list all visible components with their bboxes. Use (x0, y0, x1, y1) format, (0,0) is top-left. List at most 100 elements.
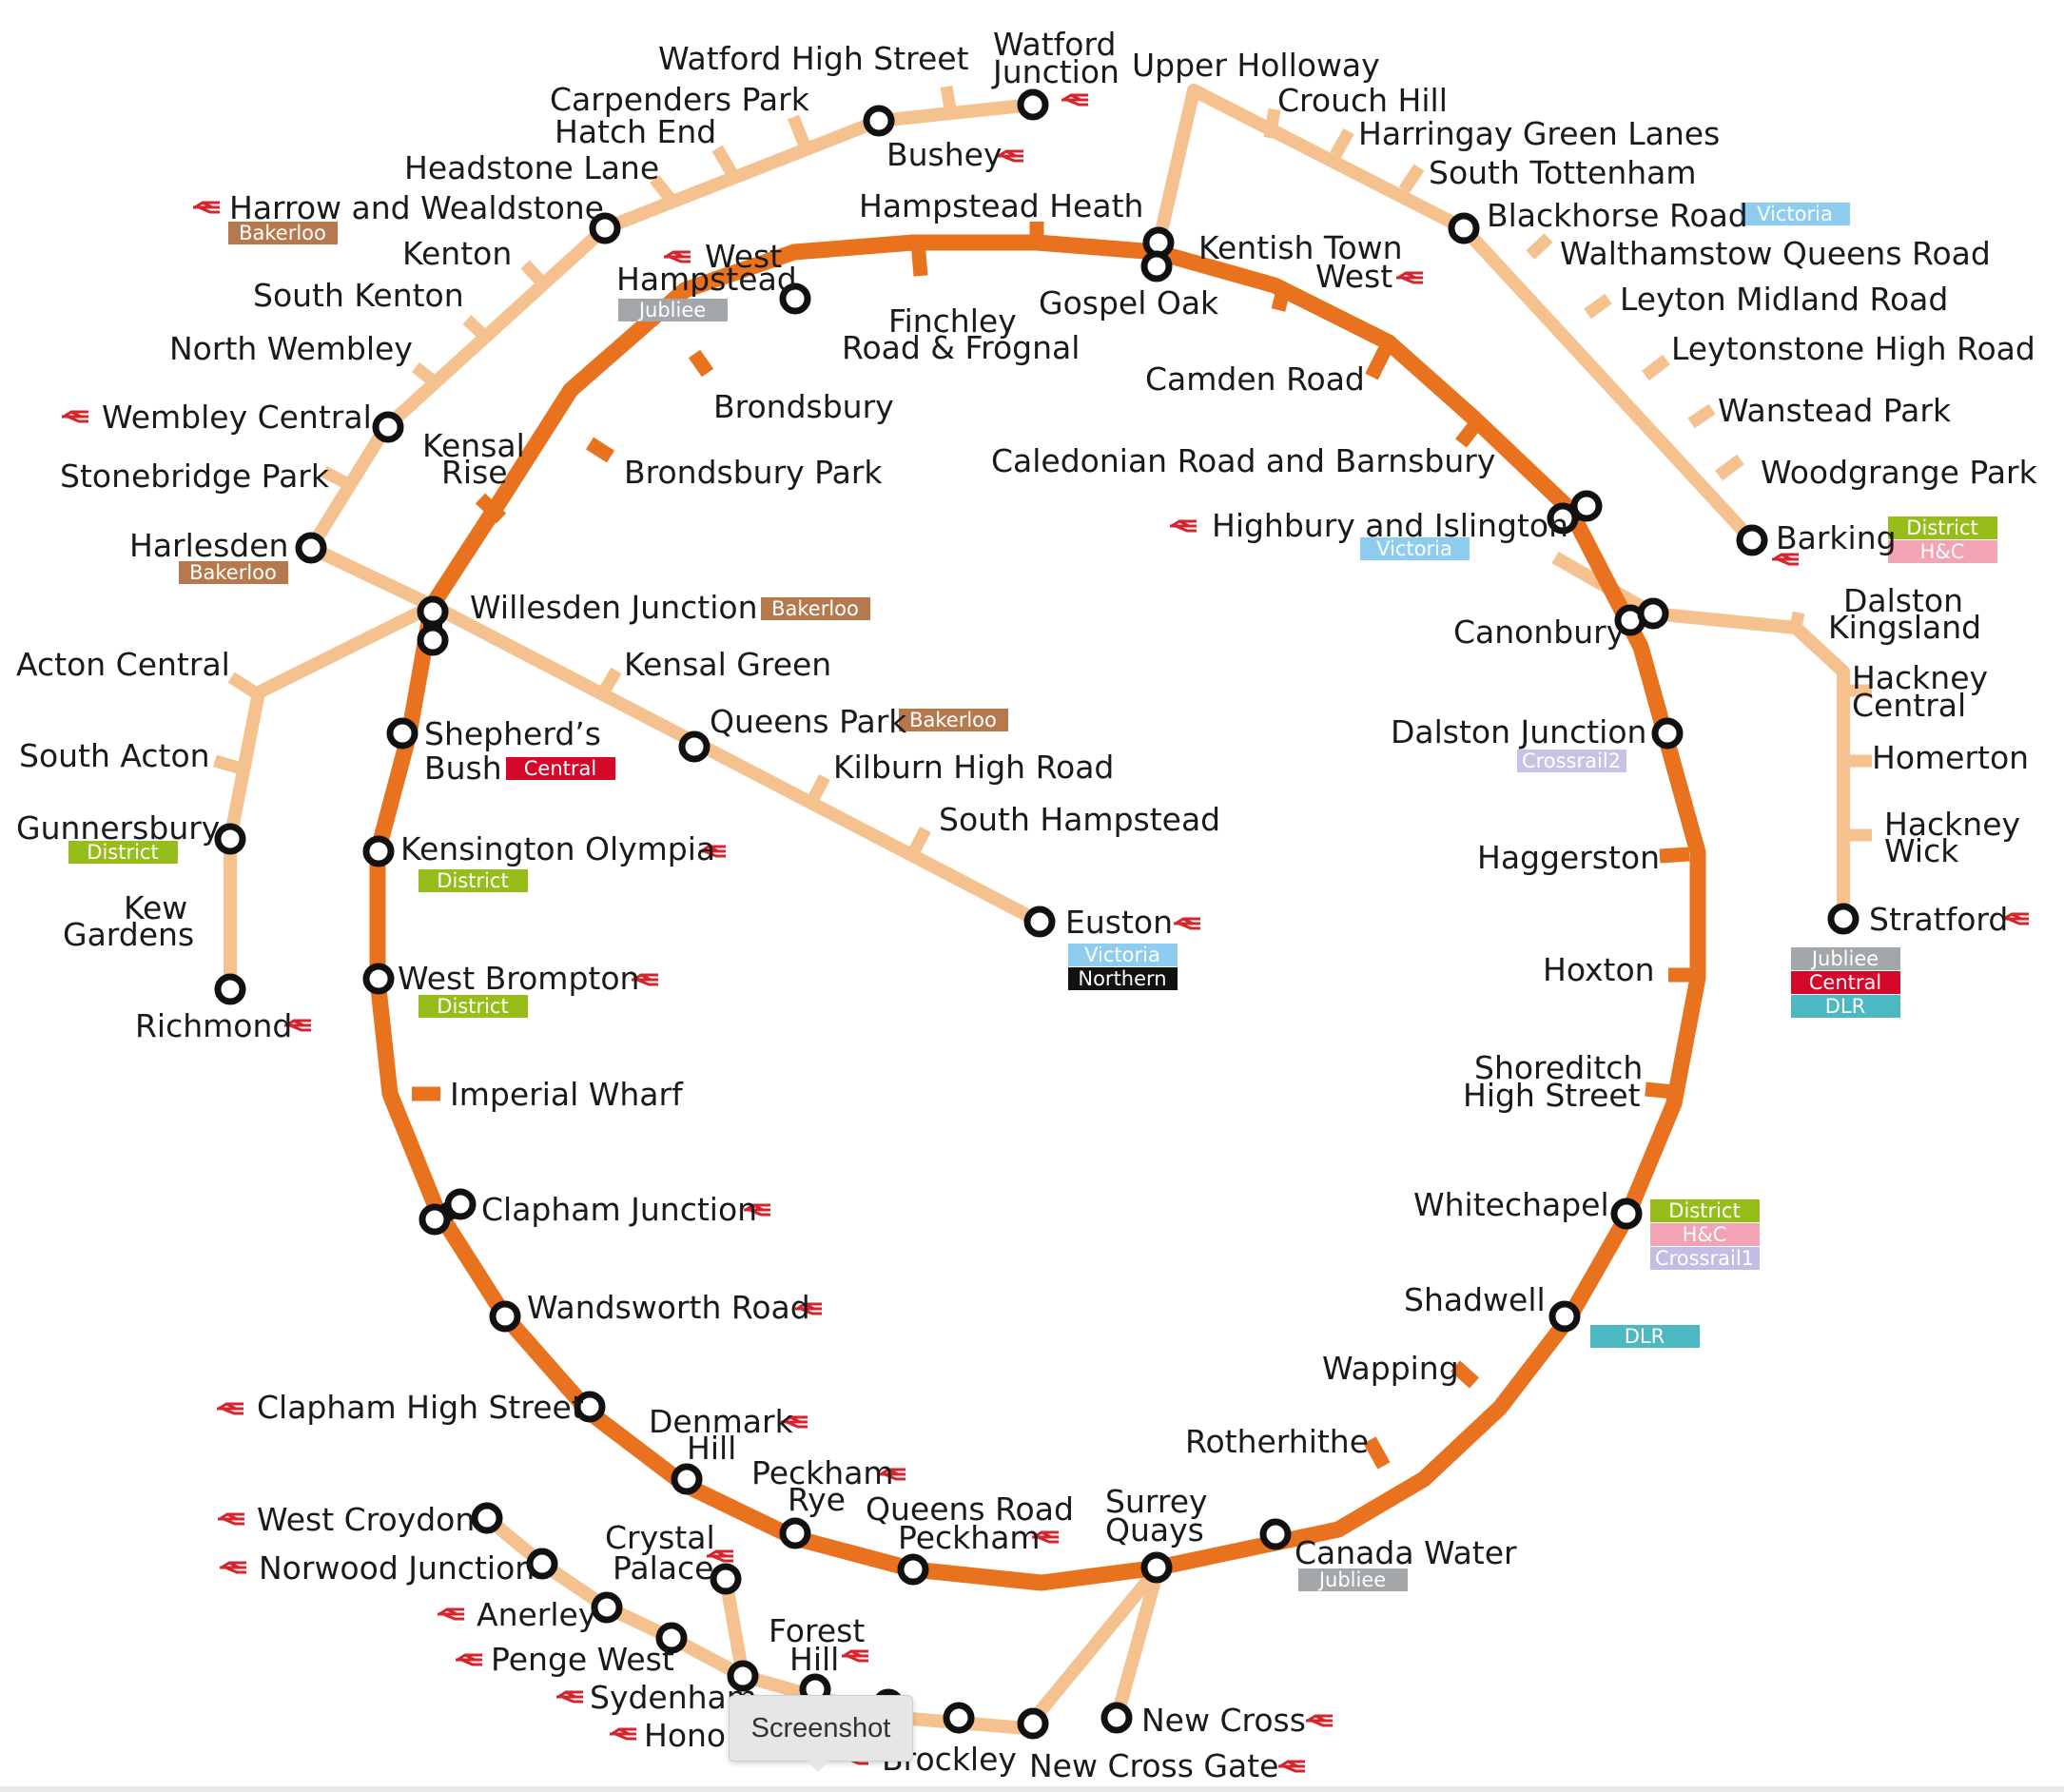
interchanges[interactable] (417, 226, 1669, 1236)
interchange-icon[interactable] (1140, 226, 1175, 282)
station-marker-icon[interactable] (897, 1553, 929, 1586)
station-label[interactable]: Stratford (1869, 901, 2008, 938)
station-label[interactable]: Upper Holloway (1132, 47, 1380, 84)
station-label[interactable]: Brondsbury Park (624, 454, 883, 491)
station-marker-icon[interactable] (1610, 1198, 1643, 1230)
station-label[interactable]: Rye (788, 1481, 846, 1518)
station-label[interactable]: Hackney (1852, 659, 1988, 696)
station-label[interactable]: Harlesden (129, 527, 288, 564)
station-label[interactable]: Shadwell (1404, 1281, 1546, 1318)
station-label[interactable]: Watford (993, 26, 1116, 63)
station-label[interactable]: Wick (1884, 832, 1959, 869)
station-label[interactable]: Barking (1776, 519, 1897, 556)
station-label[interactable]: Dalston (1843, 582, 1963, 619)
interchange-icon[interactable] (1547, 490, 1603, 535)
station-label[interactable]: New Cross Gate (1029, 1747, 1278, 1784)
station-marker-icon[interactable] (1448, 212, 1480, 244)
station-marker-icon[interactable] (1548, 1300, 1581, 1333)
station-marker-icon[interactable] (1651, 717, 1684, 750)
station-label[interactable]: Finchley (888, 302, 1017, 340)
station-label[interactable]: Quays (1105, 1511, 1204, 1549)
station-label[interactable]: Honor (644, 1717, 739, 1754)
station-label[interactable]: Peckham (751, 1454, 894, 1491)
station-label[interactable]: Penge West (491, 1641, 674, 1678)
station-label[interactable]: Hoxton (1543, 951, 1655, 988)
station-label[interactable]: Road & Frognal (842, 329, 1080, 366)
station-label[interactable]: Stonebridge Park (60, 458, 330, 495)
station-label[interactable]: Central (1852, 687, 1966, 724)
station-marker-icon[interactable] (1140, 1551, 1173, 1584)
station-label[interactable]: Peckham (898, 1519, 1041, 1556)
station-marker-icon[interactable] (1023, 906, 1056, 938)
station-marker-icon[interactable] (678, 730, 711, 763)
station-label[interactable]: West (705, 238, 782, 275)
station-label[interactable]: Forest (769, 1612, 865, 1649)
station-label[interactable]: Kenton (402, 235, 512, 272)
station-label[interactable]: Wanstead Park (1718, 392, 1952, 429)
station-marker-icon[interactable] (362, 963, 395, 995)
station-marker-icon[interactable] (655, 1622, 688, 1654)
station-label[interactable]: Kensal Green (624, 646, 831, 683)
station-label[interactable]: Camden Road (1145, 360, 1365, 398)
station-label[interactable]: Clapham Junction (481, 1191, 757, 1228)
station-label[interactable]: Norwood Junction (259, 1549, 535, 1587)
station-label[interactable]: Kilburn High Road (833, 749, 1114, 786)
station-label[interactable]: Gardens (63, 916, 194, 953)
station-label[interactable]: Carpenders Park (550, 81, 810, 118)
station-marker-icon[interactable] (943, 1702, 975, 1734)
station-label[interactable]: Queens Road (866, 1490, 1074, 1528)
station-label[interactable]: Imperial Wharf (450, 1076, 684, 1113)
station-label[interactable]: Crystal (605, 1519, 715, 1556)
station-marker-icon[interactable] (727, 1660, 759, 1692)
station-marker-icon[interactable] (779, 1517, 811, 1549)
station-marker-icon[interactable] (214, 823, 246, 855)
station-label[interactable]: Canada Water (1295, 1534, 1517, 1571)
station-marker-icon[interactable] (1259, 1518, 1292, 1550)
station-marker-icon[interactable] (1827, 903, 1860, 935)
station-label[interactable]: Leytonstone High Road (1671, 330, 2035, 367)
station-label[interactable]: South Acton (19, 737, 210, 774)
station-label[interactable]: Bushey (886, 136, 1003, 173)
station-label[interactable]: Gospel Oak (1039, 284, 1219, 321)
station-marker-icon[interactable] (589, 212, 621, 244)
station-marker-icon[interactable] (1100, 1702, 1133, 1734)
station-label[interactable]: Kensal (422, 427, 525, 464)
station-label[interactable]: Clapham High Street (257, 1389, 584, 1426)
station-label[interactable]: Headstone Lane (404, 149, 659, 186)
station-label[interactable]: Kentish Town (1198, 229, 1403, 266)
station-label[interactable]: Kensington Olympia (400, 830, 715, 867)
station-label[interactable]: Euston (1065, 904, 1173, 941)
station-label[interactable]: Kingsland (1828, 609, 1981, 646)
station-label[interactable]: Shoreditch (1474, 1049, 1643, 1086)
station-label[interactable]: Harringay Green Lanes (1358, 115, 1720, 152)
station-label[interactable]: Hackney (1884, 806, 2020, 843)
station-label[interactable]: Wandsworth Road (527, 1289, 810, 1326)
station-label[interactable]: Hill (687, 1430, 736, 1467)
station-label[interactable]: Woodgrange Park (1761, 454, 2038, 491)
station-label[interactable]: Shepherd’s (424, 715, 601, 752)
station-label[interactable]: Rise (441, 454, 508, 491)
station-label[interactable]: Wembley Central (102, 399, 372, 436)
station-label[interactable]: Harrow and Wealdstone (229, 189, 604, 226)
station-label[interactable]: Kew (124, 889, 187, 926)
station-marker-icon[interactable] (362, 835, 395, 867)
station-marker-icon[interactable] (1736, 524, 1768, 556)
station-label[interactable]: West Croydon (257, 1501, 475, 1538)
station-label[interactable]: Junction (991, 53, 1120, 90)
station-label[interactable]: Caledonian Road and Barnsbury (991, 442, 1495, 479)
station-label[interactable]: Acton Central (16, 646, 230, 683)
station-label[interactable]: Crouch Hill (1277, 82, 1448, 119)
station-marker-icon[interactable] (779, 282, 811, 315)
station-label[interactable]: Anerley (477, 1596, 596, 1633)
station-marker-icon[interactable] (471, 1502, 503, 1534)
station-label[interactable]: South Kenton (253, 277, 464, 314)
station-marker-icon[interactable] (863, 105, 895, 137)
station-label[interactable]: Whitechapel (1413, 1186, 1609, 1223)
interchange-icon[interactable] (1614, 597, 1669, 636)
station-label[interactable]: Palace (613, 1549, 713, 1587)
station-label[interactable]: New Cross (1141, 1702, 1306, 1739)
station-label[interactable]: Hampstead Heath (859, 187, 1143, 224)
station-marker-icon[interactable] (1017, 1707, 1049, 1740)
station-label[interactable]: Richmond (135, 1007, 292, 1044)
station-label[interactable]: Willesden Junction (470, 589, 757, 626)
